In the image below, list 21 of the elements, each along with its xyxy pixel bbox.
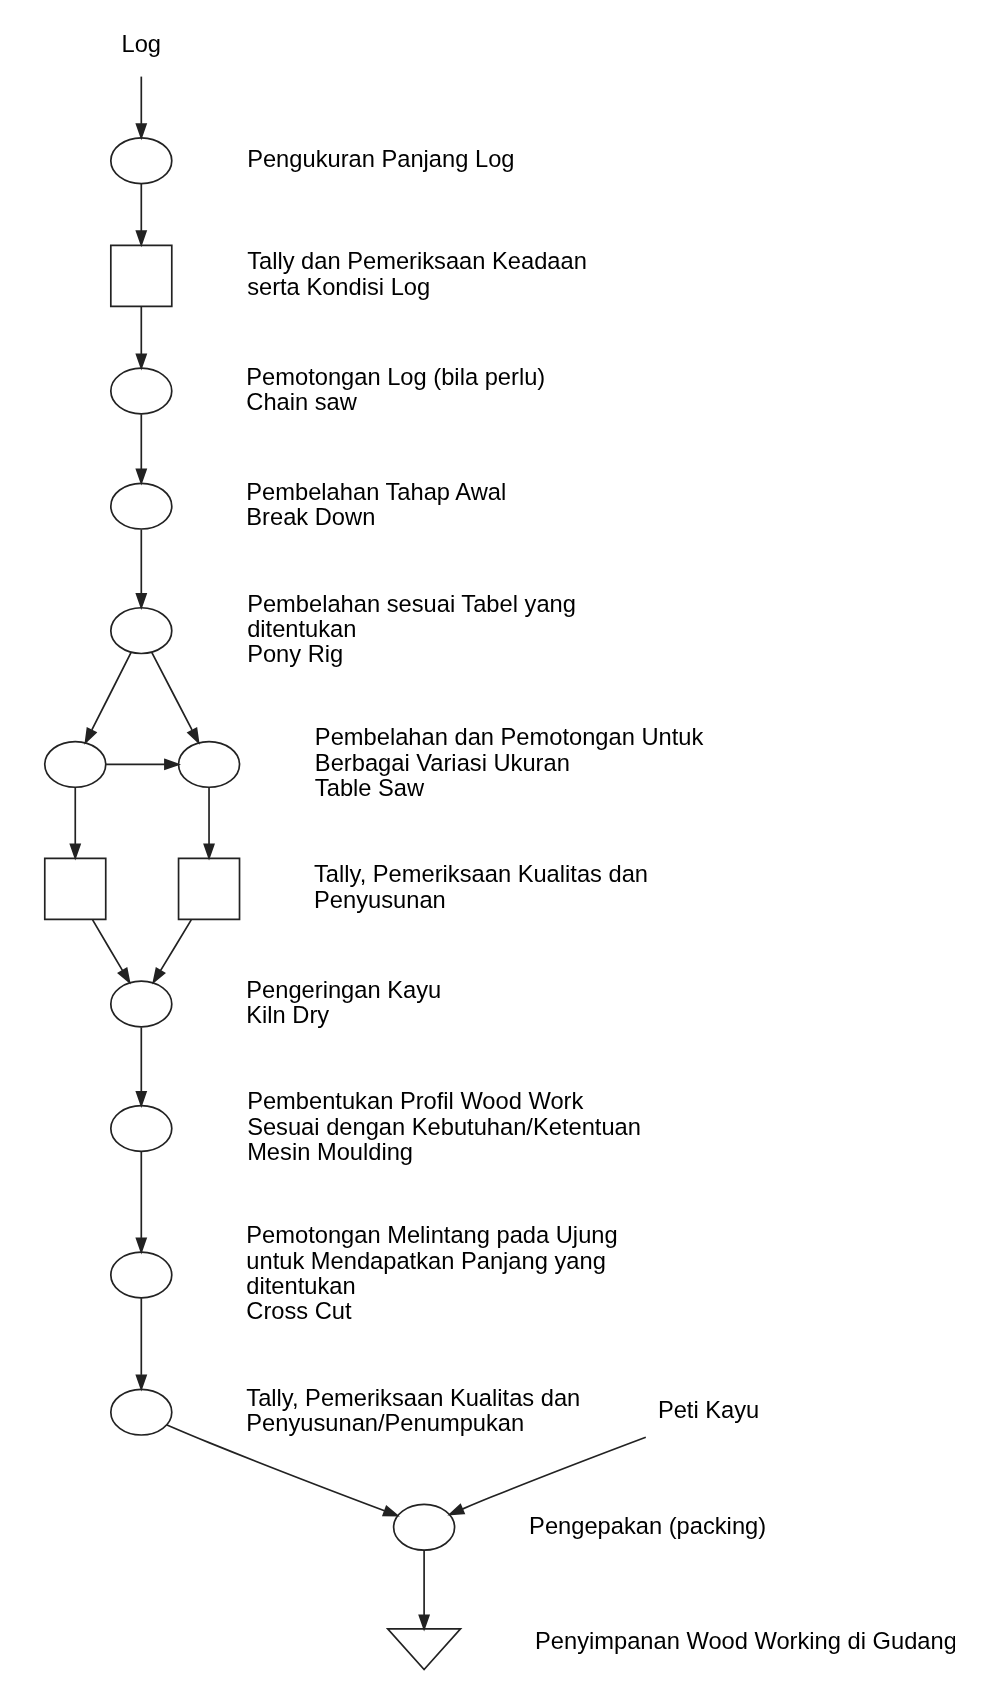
node-label: Pemotongan Log (bila perlu) [246,363,546,390]
node-label: Pengeringan Kayu [246,976,442,1003]
node-label: Tally, Pemeriksaan Kualitas dan Penyusunan [314,861,649,913]
node-label: Pembelahan dan Pemotongan Untuk Berbagai Variasi Ukuran [314,724,704,776]
node-label: Cross Cut [246,1298,352,1325]
node-label: Break Down [246,504,376,531]
node-label: Penyimpanan Wood Working di Gudang [535,1627,957,1654]
node-label: Tally dan Pemeriksaan Keadaan serta Kondisi Log [247,248,587,300]
node-label: Pemotongan Melintang pada Ujung untuk Mendapatkan Panjang yang ditentukan [246,1222,618,1299]
node-text: Log [121,30,162,57]
node-label: Tally, Pemeriksaan Kualitas dan Penyusunan/Penumpukan [246,1384,581,1437]
node-label: Pengukuran Panjang Log [247,145,515,172]
node-text: Peti Kayu [657,1397,760,1424]
node-label: Pony Rig [247,641,344,668]
node-label: Table Saw [314,775,425,802]
node-label: Kiln Dry [246,1002,330,1028]
node-label: Pembelahan sesuai Tabel yang ditentukan [247,590,576,642]
node-label: Mesin Moulding [247,1139,414,1166]
node-label: Pembelahan Tahap Awal [246,478,507,505]
node-label: Pembentukan Profil Wood Work Sesuai dengan Kebutuhan/Ketentuan [247,1088,641,1140]
node-label: Pengepakan (packing) [529,1512,767,1539]
